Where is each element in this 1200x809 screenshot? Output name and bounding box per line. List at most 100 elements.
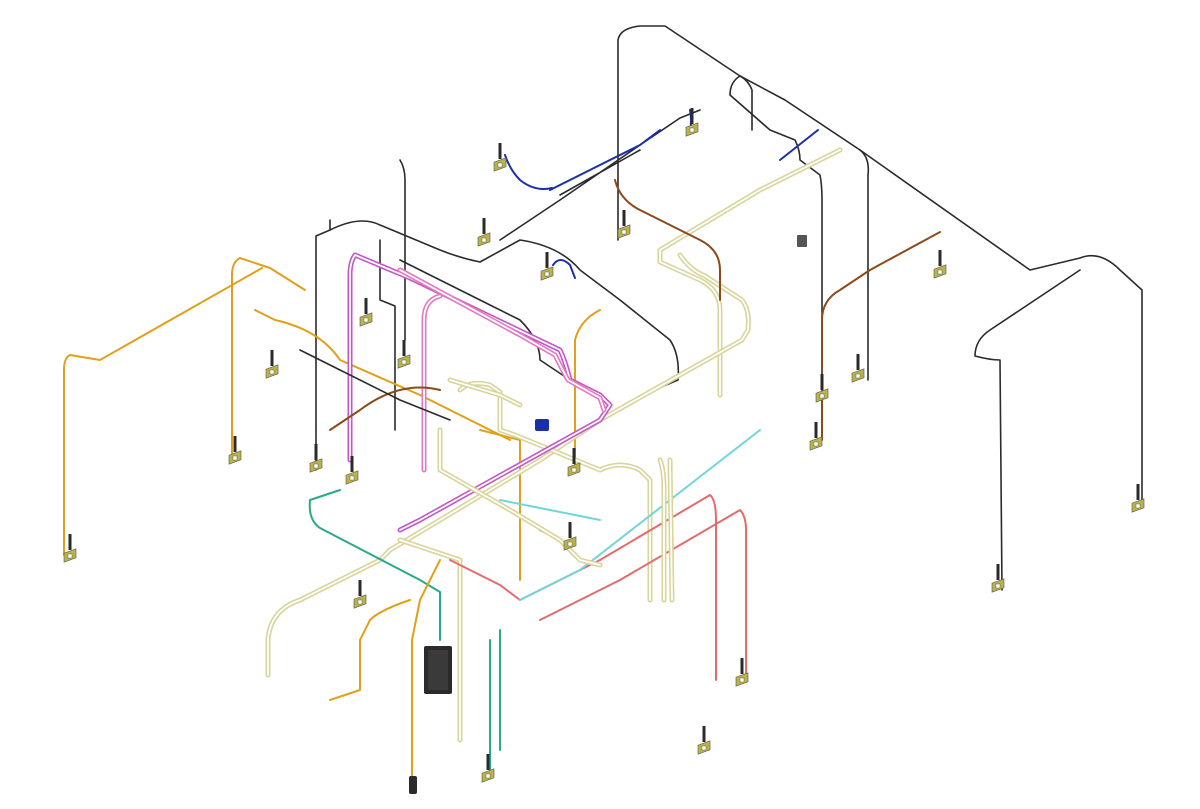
connector-c4[interactable] xyxy=(477,218,491,247)
connector-boot xyxy=(938,250,942,266)
connector-c7[interactable] xyxy=(397,340,411,369)
connector-boot xyxy=(702,726,706,742)
wire-w4 xyxy=(729,75,823,401)
connector-pin xyxy=(995,583,1001,589)
connector-boot xyxy=(740,658,744,674)
connector-pin xyxy=(819,393,825,399)
connector-boot xyxy=(270,350,274,366)
wire-w5 xyxy=(974,269,1081,591)
connector-pin xyxy=(349,475,355,481)
connector-boot xyxy=(622,210,626,226)
connector-boot xyxy=(68,534,72,550)
wire-w21 xyxy=(499,429,761,601)
connector-pin xyxy=(937,269,943,275)
connector-c8[interactable] xyxy=(265,350,279,379)
wire-w13-outer xyxy=(657,147,843,398)
connector-boot xyxy=(690,108,694,124)
connector-boot xyxy=(545,252,549,268)
connector-c12[interactable] xyxy=(345,456,359,485)
connector-c20[interactable] xyxy=(1131,484,1145,513)
connector-boot xyxy=(482,218,486,234)
connector-pin xyxy=(689,127,695,133)
connector-c21[interactable] xyxy=(991,564,1005,593)
connector-pin xyxy=(401,359,407,365)
connector-c14[interactable] xyxy=(481,754,495,783)
module-layer xyxy=(409,235,807,794)
connector-c19[interactable] xyxy=(933,250,947,279)
wire-w17-inner xyxy=(349,254,611,531)
connector-c13[interactable] xyxy=(353,580,367,609)
connector-c10[interactable] xyxy=(63,534,77,563)
connector-c9[interactable] xyxy=(228,436,242,465)
connector-pin xyxy=(67,553,73,559)
connector-pin xyxy=(567,541,573,547)
connector-c2[interactable] xyxy=(685,108,699,137)
connector-boot xyxy=(568,522,572,538)
wire-w3 xyxy=(859,149,870,381)
wire-w14-inner xyxy=(379,254,750,561)
wire-w1 xyxy=(617,25,753,241)
connector-pin xyxy=(621,229,627,235)
wire-w25 xyxy=(614,179,721,301)
connector-c15[interactable] xyxy=(697,726,711,755)
connector-c23[interactable] xyxy=(563,522,577,551)
wire-w18-inner xyxy=(399,269,605,471)
wire-w9 xyxy=(499,109,701,241)
wire-w6 xyxy=(315,159,406,471)
connector-pin xyxy=(1135,503,1141,509)
connector-boot xyxy=(498,143,502,159)
connector-boot xyxy=(358,580,362,596)
wire-w28 xyxy=(329,559,441,781)
wire-w15-outer xyxy=(265,537,463,743)
connector-pin xyxy=(269,369,275,375)
connector-boot xyxy=(402,340,406,356)
wire-w13-inner xyxy=(659,149,841,396)
wire-w30-inner xyxy=(659,459,673,601)
connector-c6[interactable] xyxy=(359,298,373,327)
connector-c17[interactable] xyxy=(815,374,829,403)
connector-boot xyxy=(820,374,824,390)
blue-junction-block[interactable] xyxy=(535,419,549,431)
connector-pin xyxy=(363,317,369,323)
small-box-connector[interactable] xyxy=(797,235,807,247)
connector-pin xyxy=(313,463,319,469)
connector-c24[interactable] xyxy=(567,448,581,477)
connector-pin xyxy=(357,599,363,605)
connector-pin xyxy=(739,677,745,683)
connector-c16[interactable] xyxy=(735,658,749,687)
wire-w23 xyxy=(504,129,661,191)
connector-c5[interactable] xyxy=(540,252,554,281)
connector-c18[interactable] xyxy=(851,354,865,383)
connector-boot xyxy=(486,754,490,770)
wire-w7 xyxy=(329,220,680,397)
wire-w26 xyxy=(329,231,941,441)
wire-w11 xyxy=(254,309,511,441)
connector-boot xyxy=(350,456,354,472)
bottom-plug[interactable] xyxy=(409,776,417,794)
connector-pin xyxy=(497,162,503,168)
connector-c11[interactable] xyxy=(309,444,323,473)
wire-w10 xyxy=(63,257,306,556)
connector-pin xyxy=(855,373,861,379)
central-control-module-face xyxy=(428,650,448,690)
connector-boot xyxy=(814,422,818,438)
connectors-layer xyxy=(63,108,1145,783)
wire-w15-inner xyxy=(267,539,461,741)
wire-w29 xyxy=(299,349,451,421)
connector-boot xyxy=(1136,484,1140,500)
connector-boot xyxy=(364,298,368,314)
connector-pin xyxy=(571,467,577,473)
connector-boot xyxy=(856,354,860,370)
wire-w8 xyxy=(379,239,571,431)
connector-boot xyxy=(314,444,318,460)
wire-w22 xyxy=(308,489,501,771)
connector-boot xyxy=(233,436,237,452)
connector-pin xyxy=(544,271,550,277)
wires-layer xyxy=(63,25,1143,781)
connector-c22[interactable] xyxy=(809,422,823,451)
connector-boot xyxy=(996,564,1000,580)
connector-c1[interactable] xyxy=(617,210,631,239)
connector-c3[interactable] xyxy=(493,143,507,172)
connector-pin xyxy=(701,745,707,751)
